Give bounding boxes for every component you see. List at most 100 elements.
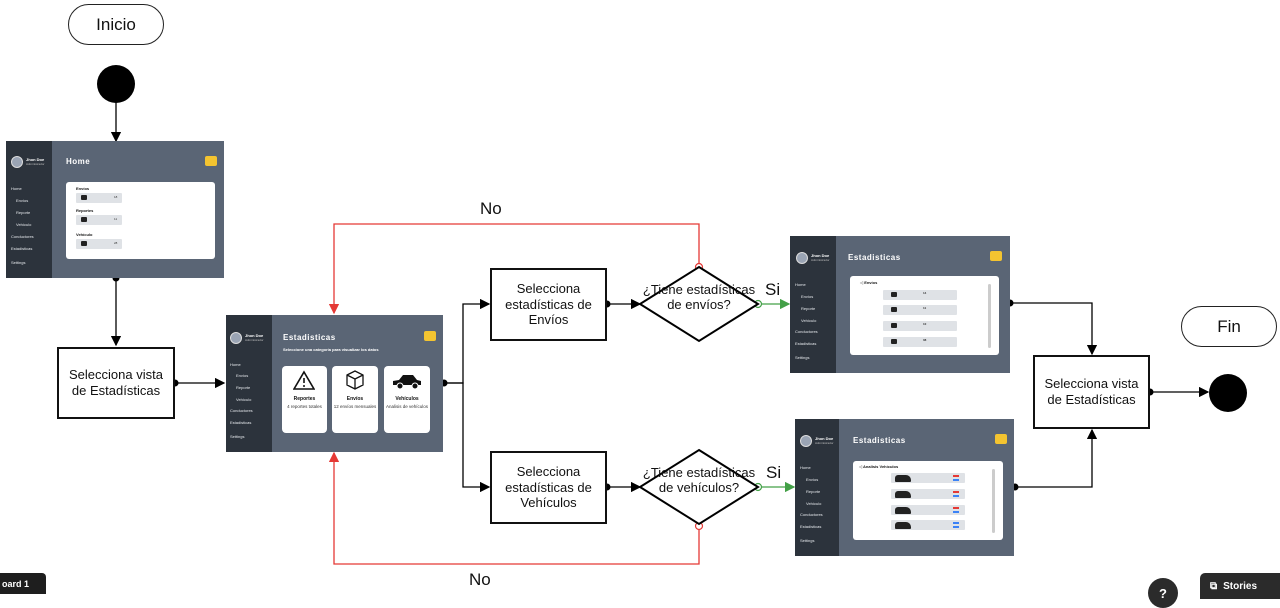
edge-label-no-bottom: No: [469, 570, 491, 589]
nav-conductores[interactable]: Conductores: [800, 512, 823, 517]
nav-settings[interactable]: Settings: [230, 434, 245, 439]
back-arrow-icon[interactable]: ◁: [859, 464, 864, 469]
nav-reporte[interactable]: Reporte: [236, 385, 251, 390]
user-role: Administrador: [26, 162, 45, 167]
nav-settings[interactable]: Settings: [795, 355, 810, 360]
user-role: Administrador: [811, 258, 830, 263]
avatar: [796, 252, 808, 264]
car-icon: [895, 507, 911, 514]
nav-vehiculo[interactable]: Vehículo: [801, 318, 817, 323]
end-terminal[interactable]: Fin: [1181, 306, 1277, 347]
card-envios[interactable]: Envíos 12 envíos mensuales: [332, 366, 378, 433]
avatar: [230, 332, 242, 344]
list-item: 11: [883, 305, 957, 315]
decision-vehiculos-shape: [638, 448, 760, 526]
user-role: Administrador: [245, 338, 264, 343]
mock-action-button[interactable]: [424, 331, 436, 341]
user-role: Administrador: [815, 441, 834, 446]
scrollbar[interactable]: [992, 469, 995, 533]
board-tab[interactable]: oard 1: [0, 573, 46, 594]
nav-home[interactable]: Home: [800, 465, 811, 470]
nav-vehiculo[interactable]: Vehículo: [16, 222, 32, 227]
nav-envios[interactable]: Envíos: [806, 477, 819, 482]
mock-page-title: Estadisticas: [283, 333, 336, 342]
nav-estadisticas[interactable]: Estadisticas: [800, 524, 822, 529]
nav-envios[interactable]: Envíos: [16, 198, 29, 203]
nav-conductores[interactable]: Conductores: [11, 234, 34, 239]
end-node: [1209, 374, 1247, 412]
mock-vehiculos-panel: ◁ Analisis Vehículos: [853, 461, 1003, 540]
list-item: 28: [76, 239, 122, 249]
car-icon: [393, 375, 421, 389]
nav-reporte[interactable]: Reporte: [16, 210, 31, 215]
nav-estadisticas[interactable]: Estadisticas: [11, 246, 33, 251]
final-select-view-step[interactable]: Selecciona vista de Estadísticas: [1033, 355, 1150, 429]
select-vehiculos-step[interactable]: Selecciona estadísticas de Vehículos: [490, 451, 607, 524]
card-subtitle: 4 reportes totales: [287, 404, 322, 409]
nav-estadisticas[interactable]: Estadisticas: [795, 341, 817, 346]
list-item: 14: [883, 290, 957, 300]
card-title: Vehículos: [395, 396, 419, 402]
section-reportes: Reportes: [76, 208, 94, 213]
section-envios: Envíos: [76, 186, 90, 191]
panel-title-text: Envíos: [864, 280, 878, 285]
mock-envios-panel: ◁ Envíos 14 11 10 08: [850, 276, 999, 355]
avatar: [11, 156, 23, 168]
card-reportes[interactable]: Reportes 4 reportes totales: [282, 366, 327, 433]
warning-icon: [293, 370, 315, 390]
select-view-step[interactable]: Selecciona vista de Estadísticas: [57, 347, 175, 419]
nav-home[interactable]: Home: [11, 186, 22, 191]
list-item: 08: [883, 337, 957, 347]
scrollbar[interactable]: [988, 284, 991, 348]
nav-reporte[interactable]: Reporte: [801, 306, 816, 311]
panel-title-text: Analisis Vehículos: [863, 464, 899, 469]
list-item: [891, 520, 965, 530]
panel-title: ◁ Envíos: [860, 280, 877, 285]
stories-button[interactable]: ⧉ Stories: [1200, 573, 1280, 599]
card-vehiculos[interactable]: Vehículos Analisis de vehículos: [384, 366, 430, 433]
box-icon: [346, 370, 364, 390]
edge-label-si-envios: Si: [765, 280, 781, 299]
mock-page-title: Estadisticas: [853, 436, 906, 445]
mock-page-title: Home: [66, 157, 91, 166]
back-arrow-icon[interactable]: ◁: [860, 280, 865, 285]
help-button[interactable]: ?: [1148, 578, 1178, 608]
mock-action-button[interactable]: [990, 251, 1002, 261]
nav-settings[interactable]: Settings: [800, 538, 815, 543]
nav-envios[interactable]: Envíos: [236, 373, 249, 378]
nav-conductores[interactable]: Conductores: [230, 408, 253, 413]
select-envios-step[interactable]: Selecciona estadísticas de Envíos: [490, 268, 607, 341]
nav-envios[interactable]: Envíos: [801, 294, 814, 299]
nav-home[interactable]: Home: [795, 282, 806, 287]
mock-action-button[interactable]: [205, 156, 217, 166]
nav-estadisticas[interactable]: Estadisticas: [230, 420, 252, 425]
mock-page-title: Estadisticas: [848, 253, 901, 262]
nav-vehiculo[interactable]: Vehículo: [806, 501, 822, 506]
list-item: [891, 505, 965, 515]
list-item: 10: [883, 321, 957, 331]
section-vehiculo: Vehículo: [76, 232, 93, 237]
decision-envios-label: ¿Tiene estadísticas de envíos?: [642, 282, 756, 312]
list-item: 11: [76, 215, 122, 225]
nav-reporte[interactable]: Reporte: [806, 489, 821, 494]
start-terminal[interactable]: Inicio: [68, 4, 164, 45]
decision-envios-shape: [638, 265, 760, 343]
nav-home[interactable]: Home: [230, 362, 241, 367]
nav-settings[interactable]: Settings: [11, 260, 26, 265]
car-icon: [895, 522, 911, 529]
card-subtitle: 12 envíos mensuales: [333, 404, 377, 409]
avatar: [800, 435, 812, 447]
list-item: [891, 473, 965, 483]
edge-label-no-top: No: [480, 199, 502, 218]
list-item: 18: [76, 193, 122, 203]
mock-action-button[interactable]: [995, 434, 1007, 444]
user-name: Jhon Doe: [811, 252, 830, 258]
nav-conductores[interactable]: Conductores: [795, 329, 818, 334]
nav-vehiculo[interactable]: Vehículo: [236, 397, 252, 402]
